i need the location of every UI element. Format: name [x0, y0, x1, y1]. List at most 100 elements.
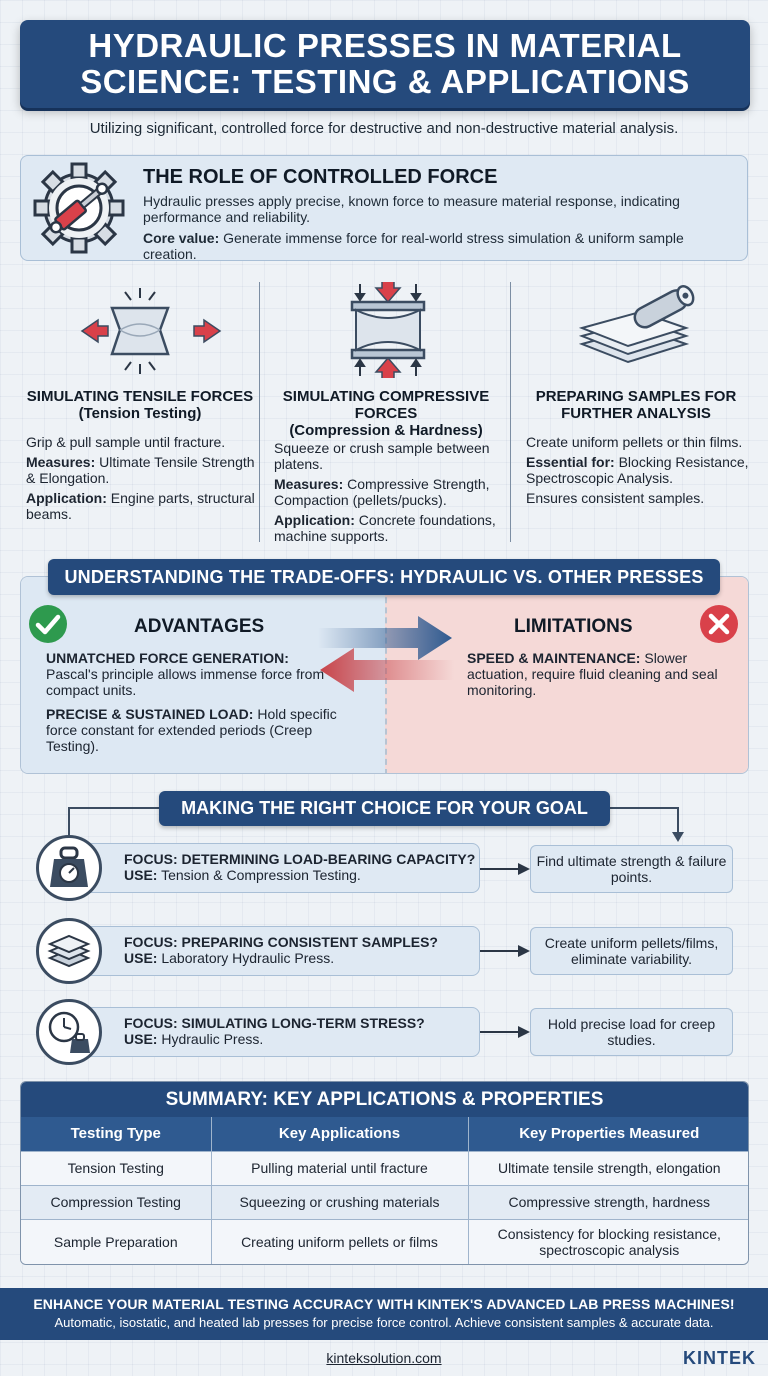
result-box: Create uniform pellets/films, eliminate …	[530, 927, 733, 975]
film-sheets-icon	[578, 285, 695, 364]
sample-prep-heading: PREPARING SAMPLES FOR FURTHER ANALYSIS	[535, 388, 737, 422]
core-value-label: Core value:	[143, 230, 220, 246]
focus-icon-circle	[36, 835, 102, 901]
advantages-body: UNMATCHED FORCE GENERATION:Pascal's prin…	[46, 650, 346, 762]
role-core-value: Core value: Generate immense force for r…	[143, 230, 737, 262]
table-cell: Consistency for blocking resistance, spe…	[468, 1218, 748, 1264]
summary-title: SUMMARY: KEY APPLICATIONS & PROPERTIES	[21, 1082, 748, 1117]
compressive-body: Squeeze or crush sample between platens.…	[274, 440, 506, 548]
use-label: USE:	[124, 950, 158, 966]
footer-banner: ENHANCE YOUR MATERIAL TESTING ACCURACY W…	[0, 1288, 768, 1340]
title-banner: HYDRAULIC PRESSES IN MATERIAL SCIENCE: T…	[20, 20, 750, 108]
focus-icon-circle	[36, 999, 102, 1065]
compressive-column: SIMULATING COMPRESSIVE FORCES(Compressio…	[266, 282, 506, 552]
brand-logo: KINTEK	[683, 1348, 756, 1368]
table-cell: Creating uniform pellets or films	[211, 1218, 469, 1264]
compressive-title: SIMULATING COMPRESSIVE FORCES	[282, 388, 490, 422]
column-divider	[510, 282, 511, 542]
application-text: Engine parts, structural beams.	[26, 490, 255, 522]
role-heading: THE ROLE OF CONTROLLED FORCE	[143, 166, 498, 188]
summary-table-panel: SUMMARY: KEY APPLICATIONS & PROPERTIES T…	[20, 1081, 749, 1265]
application-label: Application:	[26, 490, 107, 506]
sample-prep-body: Create uniform pellets or thin films. Es…	[526, 434, 758, 510]
footer-tagline: Automatic, isostatic, and heated lab pre…	[54, 1315, 714, 1330]
column-header: Key Properties Measured	[468, 1117, 748, 1151]
tradeoffs-header: UNDERSTANDING THE TRADE-OFFS: HYDRAULIC …	[48, 559, 720, 595]
table-header-row: Testing Type Key Applications Key Proper…	[21, 1117, 748, 1151]
measures-label: Measures:	[274, 476, 344, 492]
choice-connector-lines	[68, 807, 684, 842]
focus-pill	[76, 926, 480, 976]
table-row: Compression Testing Squeezing or crushin…	[21, 1184, 748, 1219]
use-label: USE:	[124, 867, 158, 883]
essential-text: Blocking Resistance, Spectroscopic Analy…	[526, 454, 749, 486]
footer-headline: ENHANCE YOUR MATERIAL TESTING ACCURACY W…	[33, 1296, 735, 1312]
tensile-application: Application: Engine parts, structural be…	[26, 490, 258, 522]
table-cell: Squeezing or crushing materials	[211, 1184, 469, 1219]
focus-text: FOCUS: DETERMINING LOAD-BEARING CAPACITY…	[124, 851, 475, 883]
compressive-measures: Measures: Compressive Strength, Compacti…	[274, 476, 506, 508]
check-circle-icon	[29, 605, 67, 643]
footer-link[interactable]: kinteksolution.com	[326, 1350, 442, 1366]
table-cell: Ultimate tensile strength, elongation	[468, 1150, 748, 1185]
limitation-speed-label: SPEED & MAINTENANCE:	[467, 650, 641, 666]
choice-header: MAKING THE RIGHT CHOICE FOR YOUR GOAL	[159, 791, 610, 826]
clock-weight-icon	[48, 1011, 90, 1053]
sample-prep-column: PREPARING SAMPLES FOR FURTHER ANALYSIS C…	[516, 282, 756, 552]
tensile-subtitle: (Tension Testing)	[78, 405, 202, 422]
summary-table: Testing Type Key Applications Key Proper…	[21, 1117, 748, 1264]
stacked-layers-icon	[47, 934, 91, 968]
gear-cylinder-icon	[33, 162, 125, 254]
focus-label: FOCUS: DETERMINING LOAD-BEARING CAPACITY…	[124, 851, 476, 867]
table-cell: Sample Preparation	[21, 1218, 212, 1264]
advantage-load-label: PRECISE & SUSTAINED LOAD:	[46, 706, 254, 722]
role-panel: THE ROLE OF CONTROLLED FORCE Hydraulic p…	[20, 155, 748, 262]
focus-label: FOCUS: SIMULATING LONG-TERM STRESS?	[124, 1015, 425, 1031]
advantage-load-text: Hold specific force constant for extende…	[46, 706, 337, 754]
essential-label: Essential for:	[526, 454, 615, 470]
arrow-right-icon	[480, 863, 530, 875]
arrow-right-icon	[480, 945, 530, 957]
use-text: Hydraulic Press.	[157, 1031, 264, 1047]
focus-text: FOCUS: PREPARING CONSISTENT SAMPLES?USE:…	[124, 934, 438, 966]
focus-row: FOCUS: PREPARING CONSISTENT SAMPLES?USE:…	[36, 918, 480, 984]
measures-text: Ultimate Tensile Strength & Elongation.	[26, 454, 255, 486]
advantage-load: PRECISE & SUSTAINED LOAD: Hold specific …	[46, 706, 346, 754]
arrow-right-icon	[480, 1026, 530, 1038]
use-text: Laboratory Hydraulic Press.	[157, 950, 335, 966]
limitation-speed-text: Slower actuation, require fluid cleaning…	[467, 650, 718, 698]
column-divider	[259, 282, 260, 542]
compressive-heading: SIMULATING COMPRESSIVE FORCES(Compressio…	[266, 388, 506, 439]
focus-pill	[76, 1007, 480, 1057]
focus-row: FOCUS: DETERMINING LOAD-BEARING CAPACITY…	[36, 835, 480, 901]
sample-prep-outro: Ensures consistent samples.	[526, 490, 705, 506]
result-box: Hold precise load for creep studies.	[530, 1008, 733, 1056]
table-cell: Compressive strength, hardness	[468, 1184, 748, 1219]
table-row: Sample Preparation Creating uniform pell…	[21, 1218, 748, 1264]
focus-row: FOCUS: SIMULATING LONG-TERM STRESS?USE: …	[36, 999, 480, 1065]
limitation-speed: SPEED & MAINTENANCE: Slower actuation, r…	[467, 650, 737, 698]
result-box: Find ultimate strength & failure points.	[530, 845, 733, 893]
tensile-body: Grip & pull sample until fracture. Measu…	[26, 434, 258, 526]
advantage-force: UNMATCHED FORCE GENERATION:Pascal's prin…	[46, 650, 346, 698]
sample-prep-intro: Create uniform pellets or thin films.	[526, 434, 743, 450]
compressive-intro: Squeeze or crush sample between platens.	[274, 440, 490, 472]
page-subtitle: Utilizing significant, controlled force …	[89, 120, 679, 137]
focus-icon-circle	[36, 918, 102, 984]
measures-text: Compressive Strength, Compaction (pellet…	[274, 476, 490, 508]
tensile-heading: SIMULATING TENSILE FORCES(Tension Testin…	[20, 388, 260, 422]
role-text: THE ROLE OF CONTROLLED FORCE Hydraulic p…	[143, 166, 737, 267]
x-circle-icon	[700, 605, 738, 643]
advantage-force-label: UNMATCHED FORCE GENERATION:	[46, 650, 289, 666]
column-header: Testing Type	[21, 1117, 212, 1151]
compression-platen-icon	[350, 282, 426, 378]
limitations-body: SPEED & MAINTENANCE: Slower actuation, r…	[467, 650, 737, 698]
limitations-title: LIMITATIONS	[514, 616, 633, 637]
use-text: Tension & Compression Testing.	[157, 867, 361, 883]
tension-sample-icon	[80, 288, 222, 374]
role-description: Hydraulic presses apply precise, known f…	[143, 193, 680, 225]
focus-text: FOCUS: SIMULATING LONG-TERM STRESS?USE: …	[124, 1015, 425, 1047]
advantage-force-text: Pascal's principle allows immense force …	[46, 666, 325, 698]
weight-gauge-icon	[50, 846, 88, 887]
